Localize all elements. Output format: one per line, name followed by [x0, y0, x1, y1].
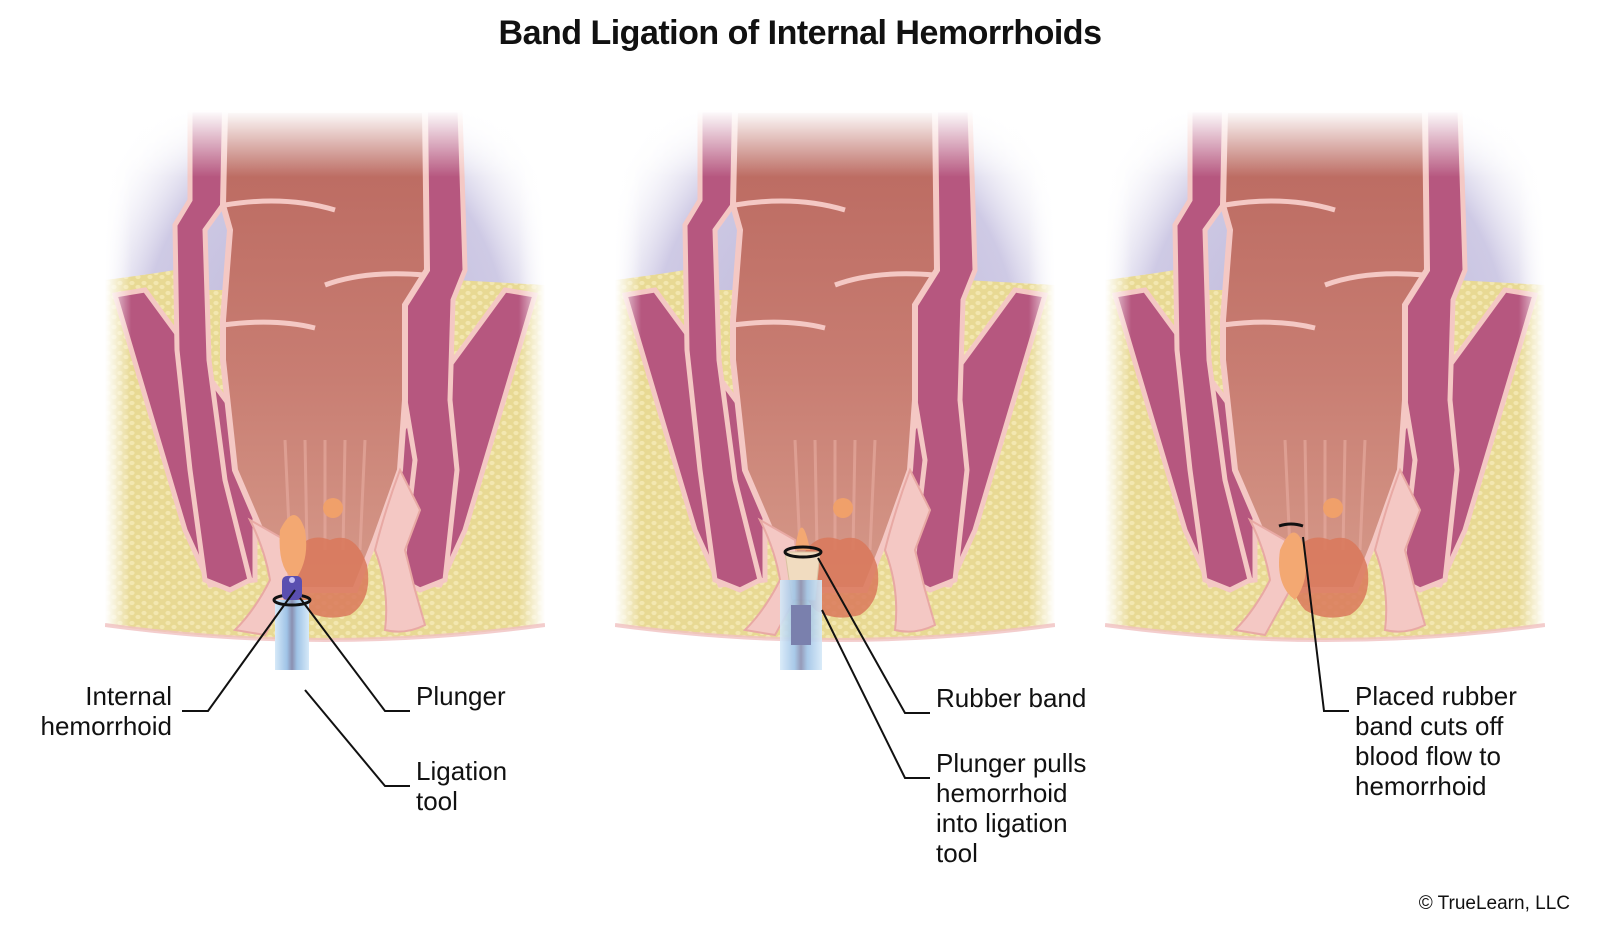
diagram-title: Band Ligation of Internal Hemorrhoids	[498, 14, 1102, 52]
label-rubber-band: Rubber band	[936, 683, 1086, 713]
label-line: band cuts off	[1355, 711, 1504, 741]
label-line: blood flow to	[1355, 741, 1501, 771]
label-internal-hemorrhoid: Internal hemorrhoid	[20, 681, 172, 741]
label-line: hemorrhoid	[40, 711, 172, 741]
label-ligation-tool: Ligation tool	[416, 756, 507, 816]
internal-hemorrhoid-shape	[279, 515, 307, 580]
placed-rubber-band-shape	[1278, 522, 1304, 528]
panel-step-3	[1105, 110, 1545, 670]
anatomy-illustration-3	[1105, 110, 1545, 670]
label-line: Internal	[85, 681, 172, 711]
anatomy-illustration-1	[105, 110, 545, 670]
label-line: Rubber band	[936, 683, 1087, 713]
leader-line-ligation-tool	[304, 689, 410, 787]
label-plunger-pulls: Plunger pulls hemorrhoid into ligation t…	[936, 748, 1086, 868]
label-line: tool	[416, 786, 458, 816]
panel-step-1	[105, 110, 545, 670]
label-line: Plunger pulls	[936, 748, 1087, 778]
label-line: into ligation	[936, 808, 1068, 838]
label-line: tool	[936, 838, 978, 868]
label-line: Ligation	[416, 756, 508, 786]
rubber-band-shape	[783, 545, 823, 559]
label-placed-rubber-band: Placed rubber band cuts off blood flow t…	[1355, 681, 1517, 801]
copyright-notice: © TrueLearn, LLC	[1418, 893, 1570, 914]
anatomy-illustration-2	[615, 110, 1055, 670]
label-plunger: Plunger	[416, 681, 506, 711]
label-line: Plunger	[416, 681, 506, 711]
banded-hemorrhoid-shape	[1279, 532, 1307, 600]
internal-hemorrhoid-shape	[795, 527, 810, 550]
label-line: Placed rubber	[1355, 681, 1517, 711]
label-line: hemorrhoid	[936, 778, 1068, 808]
label-line: hemorrhoid	[1355, 771, 1487, 801]
panel-step-2	[615, 110, 1055, 670]
